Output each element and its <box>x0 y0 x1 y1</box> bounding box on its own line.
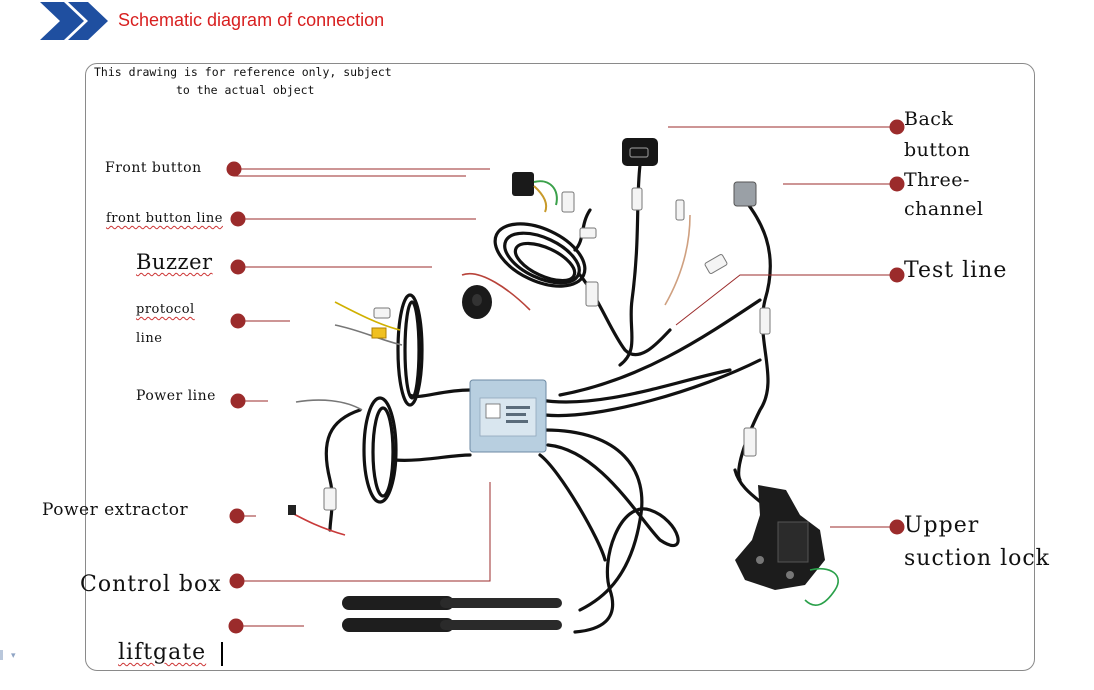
marker-buzzer <box>230 259 246 275</box>
marker-power-extractor <box>229 508 245 524</box>
label-protocol-line-1: protocol <box>136 302 195 317</box>
reference-note: This drawing is for reference only, subj… <box>94 63 392 99</box>
double-chevron-right-icon <box>40 2 108 40</box>
marker-upper-suction-lock <box>889 519 905 535</box>
label-back-button-1: Back <box>904 108 954 130</box>
marker-back-button <box>889 119 905 135</box>
edge-marker <box>0 650 3 660</box>
reference-note-line-1: This drawing is for reference only, subj… <box>94 65 392 79</box>
label-upper-suction-lock-2: suction lock <box>904 546 1050 571</box>
liftgate-struts <box>342 596 562 632</box>
marker-protocol-line <box>230 313 246 329</box>
label-buzzer: Buzzer <box>136 250 213 274</box>
diagram-frame <box>85 63 1035 671</box>
page-title: Schematic diagram of connection <box>118 10 385 30</box>
label-front-button: Front button <box>105 160 202 176</box>
marker-power-line <box>230 393 246 409</box>
marker-liftgate <box>228 618 244 634</box>
reference-note-line-2: to the actual object <box>176 83 315 97</box>
marker-front-button <box>226 161 242 177</box>
label-three-channel-1: Three- <box>904 169 970 191</box>
label-upper-suction-lock-1: Upper <box>904 513 980 538</box>
edge-chevron-icon: ▾ <box>11 651 16 661</box>
label-test-line: Test line <box>904 258 1008 283</box>
text-cursor <box>221 642 223 666</box>
marker-three-channel <box>889 176 905 192</box>
label-control-box: Control box <box>80 572 222 597</box>
label-protocol-line-2: line <box>136 331 163 346</box>
label-liftgate: liftgate <box>118 640 207 665</box>
label-power-extractor: Power extractor <box>42 500 189 520</box>
marker-control-box <box>229 573 245 589</box>
label-front-button-line: front button line <box>106 211 223 226</box>
label-back-button-2: button <box>904 139 971 161</box>
label-power-line: Power line <box>136 388 216 404</box>
control-box-unit <box>469 379 547 453</box>
label-three-channel-2: channel <box>904 198 984 220</box>
marker-test-line <box>889 267 905 283</box>
suction-lock-unit <box>735 485 839 606</box>
marker-front-button-line <box>230 211 246 227</box>
